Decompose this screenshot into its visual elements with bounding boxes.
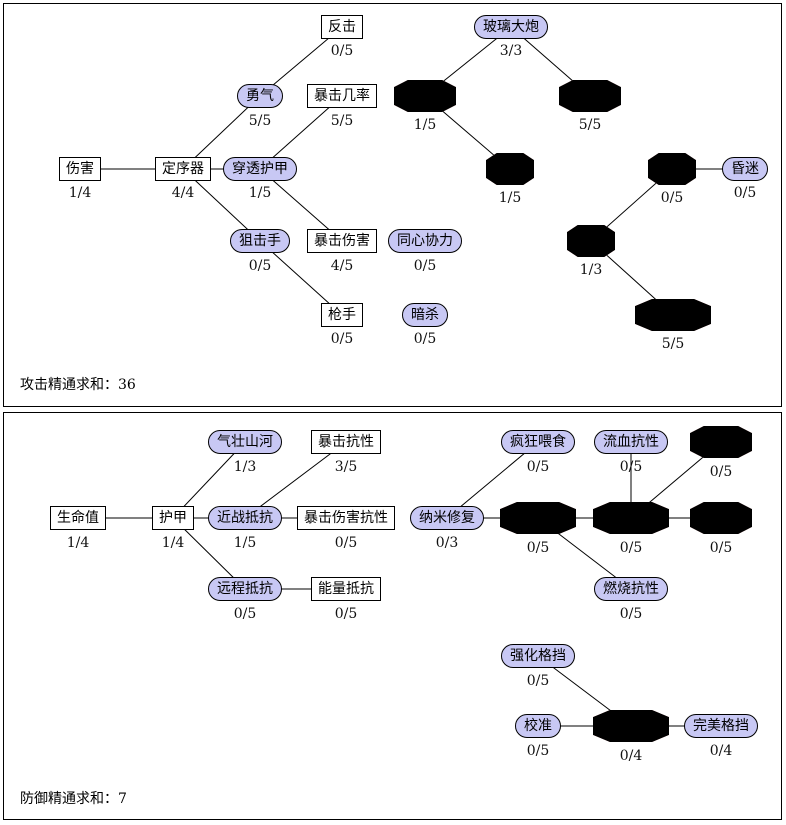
node-ranged-resist-value: 0/5 — [233, 606, 257, 622]
node-ranged-resist[interactable]: 远程抵抗 — [208, 577, 282, 601]
node-assassinate[interactable]: 暗杀 — [402, 303, 448, 327]
node-armor-value: 1/4 — [161, 535, 185, 551]
node-sequencer-value: 4/4 — [171, 185, 195, 201]
node-perfect-block-value: 0/4 — [709, 743, 733, 759]
node-shock-resist[interactable]: 震击抗性 — [593, 502, 669, 534]
node-crit-damage[interactable]: 暴击伤害 — [307, 229, 377, 253]
node-damage[interactable]: 伤害 — [59, 157, 101, 181]
node-suppressor-value: 0/5 — [709, 540, 733, 556]
node-teamwork[interactable]: 同心协力 — [388, 229, 462, 253]
defense-sum-value: 7 — [118, 791, 127, 807]
attack-sum-value: 36 — [118, 377, 136, 393]
node-melee-resist-value: 1/5 — [233, 535, 257, 551]
node-last-stand[interactable]: 背水一战 — [593, 710, 669, 742]
node-crit-damage-resist-value: 0/5 — [334, 535, 358, 551]
node-enhanced-block-value: 0/5 — [526, 673, 550, 689]
node-counter[interactable]: 反击 — [321, 15, 363, 39]
node-bleed-resist[interactable]: 流血抗性 — [594, 430, 668, 454]
node-armor[interactable]: 护甲 — [152, 506, 194, 530]
node-crit-chance[interactable]: 暴击几率 — [307, 84, 377, 108]
node-tenacity-value: 0/5 — [526, 540, 550, 556]
node-enhanced-block[interactable]: 强化格挡 — [501, 644, 575, 668]
node-calibrate-value: 0/5 — [526, 743, 550, 759]
attack-sum-label: 攻击精通求和： — [20, 377, 118, 393]
node-glass-cannon-value: 3/3 — [499, 43, 523, 59]
node-suppressor[interactable]: 抑制器 — [690, 502, 752, 534]
node-burn-resist-value: 0/5 — [619, 606, 643, 622]
node-health[interactable]: 生命值 — [50, 506, 106, 530]
node-assassinate-value: 0/5 — [413, 331, 437, 347]
node-energy-resist[interactable]: 能量抵抗 — [311, 577, 381, 601]
node-energy-resist-value: 0/5 — [334, 606, 358, 622]
defense-sum-label: 防御精通求和： — [20, 791, 118, 807]
node-courage-value: 5/5 — [248, 113, 272, 129]
node-double-edge[interactable]: 双刃剑 — [559, 80, 621, 112]
node-deep-wound[interactable]: 深度创伤 — [635, 299, 711, 331]
node-damage-value: 1/4 — [68, 185, 92, 201]
node-glass-cannon[interactable]: 玻璃大炮 — [474, 15, 548, 39]
node-frenzy-feed[interactable]: 疯狂喂食 — [501, 430, 575, 454]
node-despair-value: 1/3 — [579, 262, 603, 278]
node-capacitor-value: 0/5 — [709, 464, 733, 480]
node-crit-resist-value: 3/5 — [334, 459, 358, 475]
node-sniper[interactable]: 狙击手 — [230, 229, 290, 253]
node-star-chaser[interactable]: 追星者 — [394, 80, 456, 112]
node-calm[interactable]: 镇静 — [486, 153, 534, 185]
node-crit-damage-resist[interactable]: 暴击伤害抗性 — [297, 506, 395, 530]
node-teamwork-value: 0/5 — [413, 258, 437, 274]
node-suppress[interactable]: 镇压 — [648, 153, 696, 185]
node-tenacity[interactable]: 顽强意志 — [500, 502, 576, 534]
node-burn-resist[interactable]: 燃烧抗性 — [594, 577, 668, 601]
node-suppress-value: 0/5 — [660, 190, 684, 206]
node-counter-value: 0/5 — [330, 43, 354, 59]
node-crit-chance-value: 5/5 — [330, 113, 354, 129]
node-courage[interactable]: 勇气 — [237, 84, 283, 108]
node-last-stand-value: 0/4 — [619, 748, 643, 764]
node-double-edge-value: 5/5 — [578, 117, 602, 133]
node-bleed-resist-value: 0/5 — [619, 459, 643, 475]
node-sequencer[interactable]: 定序器 — [155, 157, 211, 181]
node-mighty[interactable]: 气壮山河 — [208, 430, 282, 454]
node-capacitor[interactable]: 电容器 — [690, 426, 752, 458]
node-nano-repair-value: 0/3 — [435, 535, 459, 551]
node-frenzy-feed-value: 0/5 — [526, 459, 550, 475]
attack-sum: 攻击精通求和：36 — [20, 374, 136, 394]
node-star-chaser-value: 1/5 — [413, 117, 437, 133]
defense-sum: 防御精通求和：7 — [20, 788, 127, 808]
node-sniper-value: 0/5 — [248, 258, 272, 274]
node-gunner-value: 0/5 — [330, 331, 354, 347]
node-deep-wound-value: 5/5 — [661, 336, 685, 352]
node-shock-resist-value: 0/5 — [619, 540, 643, 556]
node-despair[interactable]: 绝望 — [567, 225, 615, 257]
node-armor-pierce-value: 1/5 — [248, 185, 272, 201]
node-armor-pierce[interactable]: 穿透护甲 — [223, 157, 297, 181]
defense-panel — [3, 412, 782, 820]
node-mighty-value: 1/3 — [233, 459, 257, 475]
node-melee-resist[interactable]: 近战抵抗 — [208, 506, 282, 530]
node-nano-repair[interactable]: 纳米修复 — [410, 506, 484, 530]
node-calibrate[interactable]: 校准 — [515, 714, 561, 738]
node-crit-resist[interactable]: 暴击抗性 — [311, 430, 381, 454]
node-stun[interactable]: 昏迷 — [722, 157, 768, 181]
node-health-value: 1/4 — [66, 535, 90, 551]
node-calm-value: 1/5 — [498, 190, 522, 206]
node-perfect-block[interactable]: 完美格挡 — [684, 714, 758, 738]
node-gunner[interactable]: 枪手 — [321, 303, 363, 327]
node-stun-value: 0/5 — [733, 185, 757, 201]
node-crit-damage-value: 4/5 — [330, 258, 354, 274]
